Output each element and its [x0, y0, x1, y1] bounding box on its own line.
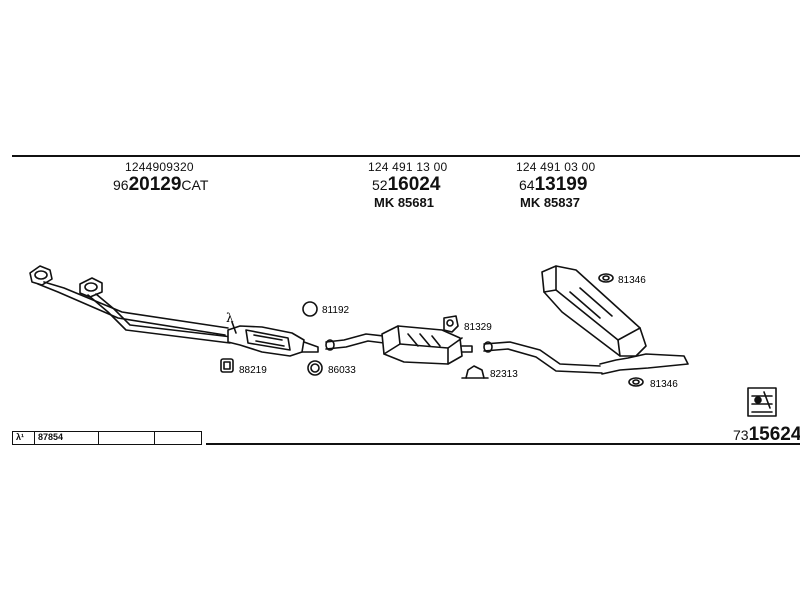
middle-pipe-lower	[325, 340, 385, 350]
ring-81192	[302, 301, 318, 317]
clamp-82313	[461, 365, 489, 379]
part-number-2: 5216024	[372, 174, 441, 195]
tail-pipe	[599, 353, 689, 375]
oem-code-3: 124 491 03 00	[516, 160, 596, 174]
corner-symbol-icon	[747, 387, 777, 417]
oem-code-2: 124 491 13 00	[368, 160, 448, 174]
callout-82313: 82313	[490, 369, 518, 380]
callout-81346-top: 81346	[618, 275, 646, 286]
front-pipe-lower-inner	[95, 293, 233, 338]
callout-81192: 81192	[322, 305, 350, 316]
rear-pipe-flange	[483, 341, 493, 353]
callout-81329: 81329	[464, 322, 492, 333]
callout-88219: 88219	[239, 365, 267, 376]
manifold-flange-right	[79, 277, 103, 298]
middle-pipe-upper	[325, 333, 385, 343]
bottom-rule	[206, 443, 800, 445]
footer-cell-empty-2	[155, 432, 201, 444]
callout-86033: 86033	[328, 365, 356, 376]
footer-cell-empty-1	[99, 432, 155, 444]
mk-code-3: MK 85837	[520, 195, 580, 210]
center-muffler-outlet	[461, 345, 473, 353]
ring-86033	[307, 360, 323, 376]
middle-pipe-flange	[325, 339, 335, 351]
lambda-probe-wire	[231, 321, 237, 334]
footer-cell-code: 87854	[35, 432, 99, 444]
front-pipe-lower	[87, 294, 231, 344]
mount-81329	[443, 315, 459, 333]
rear-pipe-lower	[483, 348, 603, 374]
part-number-3: 6413199	[519, 174, 588, 195]
footer-table: λ¹ 87854	[12, 431, 202, 445]
mk-code-2: MK 85681	[374, 195, 434, 210]
top-rule	[12, 155, 800, 157]
rear-muffler	[541, 265, 647, 357]
center-muffler	[381, 325, 463, 365]
footer-cell-lambda: λ¹	[13, 432, 35, 444]
rear-pipe-upper	[483, 341, 601, 367]
front-pipe-upper	[37, 283, 226, 336]
oem-code-1: 1244909320	[125, 160, 194, 174]
mount-81346-top	[598, 273, 614, 283]
catalytic-converter	[227, 325, 319, 357]
lambda-label: λ	[226, 311, 234, 325]
diagram-id: 7315624	[733, 424, 800, 445]
manifold-flange-left	[29, 265, 53, 286]
mount-81346-bottom	[628, 377, 644, 387]
part-number-1: 9620129CAT	[113, 174, 209, 195]
clamp-88219	[220, 358, 234, 373]
callout-81346-bottom: 81346	[650, 379, 678, 390]
